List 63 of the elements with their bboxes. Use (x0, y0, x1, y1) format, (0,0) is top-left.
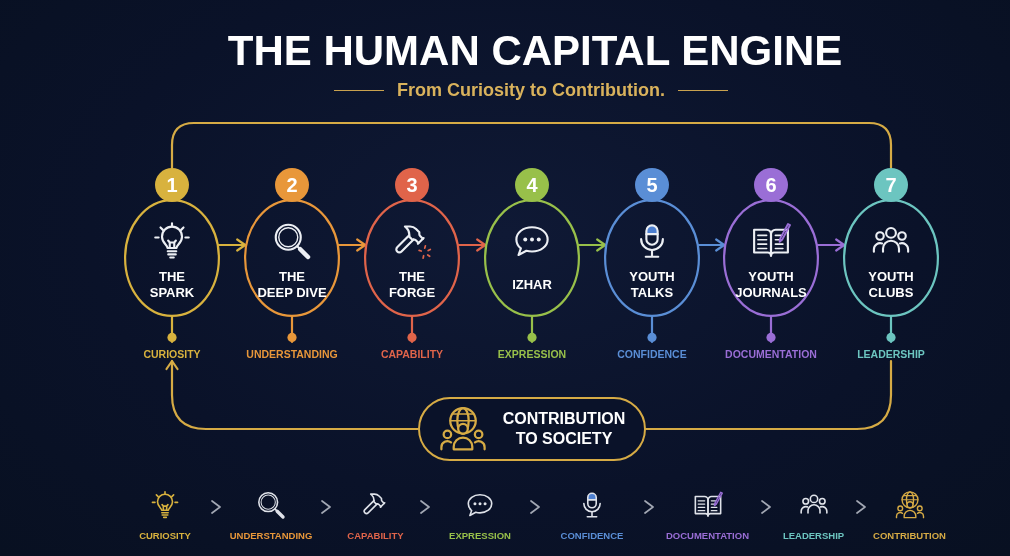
pin-line (287, 315, 297, 344)
step-number-badge: 5 (635, 168, 669, 202)
pin-line (647, 315, 657, 344)
stage-outcome-label: CURIOSITY (143, 347, 201, 361)
connector-line (644, 359, 893, 431)
diagram-title: THE HUMAN CAPITAL ENGINE (227, 30, 843, 72)
stage-title: THE DEEP DIVE (257, 269, 327, 301)
stage-oval (124, 199, 220, 317)
pin-line (407, 315, 417, 344)
summary-label: CAPABILITY (347, 530, 404, 542)
chevron-arrow (420, 500, 430, 514)
subtitle: From Curiosity to Contribution. (397, 79, 665, 101)
summary-label: CONFIDENCE (560, 530, 624, 542)
stage-title: THE SPARK (149, 269, 195, 301)
arrow (337, 238, 367, 252)
stage-oval (484, 199, 580, 317)
chevron-arrow (321, 500, 331, 514)
chevron-arrow (761, 500, 771, 514)
stage-oval (364, 199, 460, 317)
stage-outcome-label: LEADERSHIP (857, 347, 925, 361)
summary-label: DOCUMENTATION (666, 530, 749, 542)
arrow (457, 238, 487, 252)
stage-title: YOUTH JOURNALS (735, 269, 807, 301)
pin-line (766, 315, 776, 344)
summary-label: EXPRESSION (449, 530, 511, 542)
stage-outcome-label: CONFIDENCE (617, 347, 687, 361)
stage-outcome-label: UNDERSTANDING (246, 347, 338, 361)
stage-outcome-label: EXPRESSION (497, 347, 567, 361)
chevron-arrow (856, 500, 866, 514)
chevron-arrow (530, 500, 540, 514)
connector-line (170, 121, 893, 170)
stage-title: YOUTH TALKS (629, 269, 675, 301)
stage-oval (604, 199, 700, 317)
stage-title: IZHAR (512, 277, 552, 293)
step-number-badge: 6 (754, 168, 788, 202)
summary-label: UNDERSTANDING (229, 530, 313, 542)
step-number-badge: 2 (275, 168, 309, 202)
arrow (816, 238, 846, 252)
step-number-badge: 4 (515, 168, 549, 202)
pin-line (886, 315, 896, 344)
step-number-badge: 7 (874, 168, 908, 202)
stage-oval (723, 199, 819, 317)
summary-label: CONTRIBUTION (873, 530, 946, 542)
step-number-badge: 3 (395, 168, 429, 202)
chevron-arrow (211, 500, 221, 514)
contribution-pill (418, 397, 646, 461)
summary-label: CURIOSITY (139, 530, 191, 542)
stage-oval (244, 199, 340, 317)
summary-label: LEADERSHIP (782, 530, 845, 542)
stage-title: YOUTH CLUBS (868, 269, 914, 301)
stage-title: THE FORGE (388, 269, 436, 301)
pin-line (167, 315, 177, 344)
arrow (217, 238, 247, 252)
stage-oval (843, 199, 939, 317)
pin-line (527, 315, 537, 344)
step-number-badge: 1 (155, 168, 189, 202)
pill-title: CONTRIBUTION TO SOCIETY (501, 409, 627, 449)
chevron-arrow (644, 500, 654, 514)
arrow (697, 238, 726, 252)
stage-outcome-label: DOCUMENTATION (725, 347, 817, 361)
arrow (165, 359, 420, 431)
arrow (577, 238, 607, 252)
stage-outcome-label: CAPABILITY (380, 347, 444, 361)
